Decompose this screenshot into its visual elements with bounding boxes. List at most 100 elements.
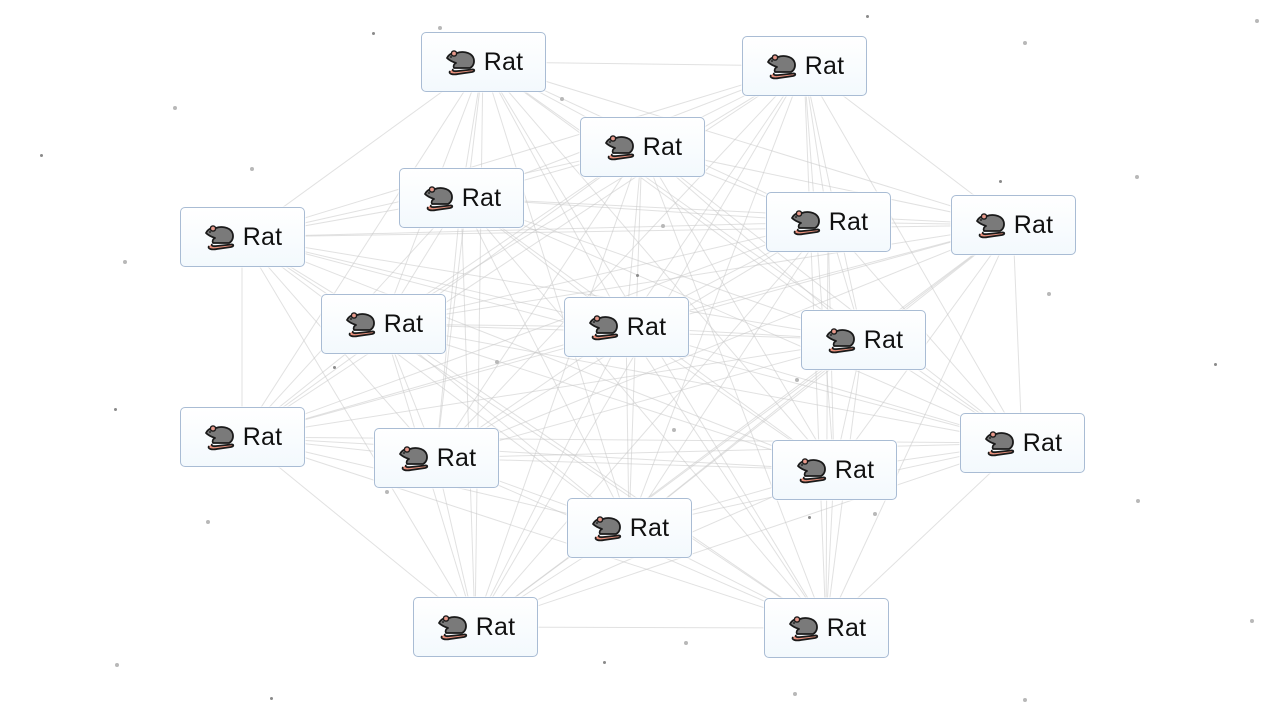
edge-line: [628, 221, 829, 529]
rat-node[interactable]: Rat: [567, 498, 692, 558]
rat-node[interactable]: Rat: [580, 117, 705, 177]
particle-dot: [385, 490, 389, 494]
rat-node[interactable]: Rat: [742, 36, 867, 96]
edge-line: [474, 339, 864, 628]
edge-line: [474, 221, 829, 628]
particle-dot: [40, 154, 43, 157]
edge-line: [241, 236, 835, 471]
rat-node[interactable]: Rat: [413, 597, 538, 657]
particle-dot: [1135, 175, 1139, 179]
rat-node[interactable]: Rat: [766, 192, 891, 252]
edge-line: [460, 197, 476, 628]
edge-line: [641, 146, 1023, 444]
particle-dot: [270, 697, 273, 700]
particle-dot: [795, 378, 799, 382]
rat-icon: [795, 455, 829, 485]
node-label: Rat: [626, 312, 667, 341]
particle-dot: [1023, 698, 1027, 702]
rat-icon: [603, 132, 637, 162]
rat-icon: [587, 312, 621, 342]
edge-line: [1012, 224, 1023, 444]
edge-line: [241, 236, 476, 628]
edge-line: [803, 65, 835, 471]
edge-line: [241, 65, 805, 238]
edge-line: [825, 442, 1023, 629]
node-label: Rat: [834, 455, 875, 484]
rat-node[interactable]: Rat: [764, 598, 889, 658]
rat-node[interactable]: Rat: [399, 168, 524, 228]
edge-line: [241, 221, 829, 238]
particle-dot: [793, 692, 797, 696]
particle-dot: [438, 26, 442, 30]
particle-dot: [661, 224, 665, 228]
node-label: Rat: [242, 422, 283, 451]
particle-dot: [1136, 499, 1140, 503]
node-label: Rat: [826, 613, 867, 642]
rat-icon: [203, 222, 237, 252]
rat-icon: [974, 210, 1008, 240]
edge-line: [382, 323, 1023, 444]
particle-dot: [603, 661, 606, 664]
rat-node[interactable]: Rat: [180, 207, 305, 267]
edge-line: [625, 326, 1023, 444]
particle-dot: [495, 360, 499, 364]
edge-line: [482, 61, 864, 341]
particle-dot: [808, 516, 811, 519]
rat-node[interactable]: Rat: [564, 297, 689, 357]
node-label: Rat: [863, 325, 904, 354]
rat-icon: [983, 428, 1017, 458]
node-label: Rat: [642, 132, 683, 161]
rat-node[interactable]: Rat: [960, 413, 1085, 473]
edge-line: [474, 61, 484, 628]
rat-icon: [397, 443, 431, 473]
edge-line: [435, 457, 835, 471]
node-label: Rat: [1013, 210, 1054, 239]
particle-dot: [372, 32, 375, 35]
edge-line: [625, 326, 827, 629]
node-label: Rat: [475, 612, 516, 641]
rat-node[interactable]: Rat: [321, 294, 446, 354]
particle-dot: [173, 106, 177, 110]
rat-icon: [765, 51, 799, 81]
edge-line: [460, 197, 864, 341]
rat-icon: [203, 422, 237, 452]
particle-dot: [333, 366, 336, 369]
rat-icon: [787, 613, 821, 643]
edge-line: [825, 224, 1014, 629]
particle-dot: [1023, 41, 1027, 45]
rat-icon: [789, 207, 823, 237]
edge-line: [382, 323, 630, 529]
rat-node[interactable]: Rat: [421, 32, 546, 92]
rat-node[interactable]: Rat: [951, 195, 1076, 255]
particle-dot: [123, 260, 127, 264]
rat-node[interactable]: Rat: [801, 310, 926, 370]
edge-line: [435, 61, 484, 459]
rat-node[interactable]: Rat: [180, 407, 305, 467]
node-label: Rat: [629, 513, 670, 542]
edge-line: [241, 236, 630, 529]
node-label: Rat: [242, 222, 283, 251]
rat-node[interactable]: Rat: [772, 440, 897, 500]
particle-dot: [1255, 19, 1259, 23]
edge-line: [474, 326, 627, 628]
particle-dot: [1047, 292, 1051, 296]
edge-line: [628, 339, 864, 529]
particle-dot: [672, 428, 676, 432]
node-label: Rat: [828, 207, 869, 236]
edge-line: [641, 146, 835, 471]
edge-line: [625, 224, 1014, 328]
edge-line: [241, 436, 476, 628]
edge-line: [435, 146, 643, 459]
node-label: Rat: [436, 443, 477, 472]
edge-line: [382, 323, 835, 471]
edge-line: [482, 61, 1014, 226]
rat-node[interactable]: Rat: [374, 428, 499, 488]
rat-icon: [436, 612, 470, 642]
particle-dot: [999, 180, 1002, 183]
particle-dot: [250, 167, 254, 171]
particle-dot: [115, 663, 119, 667]
edge-line: [482, 61, 1023, 444]
particle-dot: [873, 512, 877, 516]
